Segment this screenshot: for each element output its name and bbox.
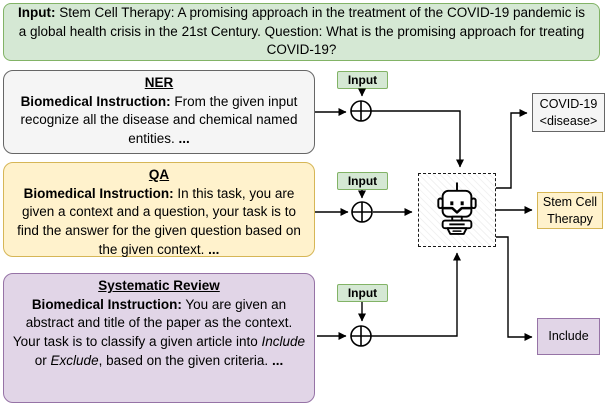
output-box-systematic-review: Include [537, 318, 600, 355]
output-box-qa: Stem Cell Therapy [537, 192, 603, 229]
task-title-qa: QA [148, 167, 170, 182]
plus-combine-icon-sr [350, 325, 372, 347]
input-example-text: Input: Stem Cell Therapy: A promising ap… [18, 5, 585, 58]
plus-combine-icon-qa [351, 201, 373, 223]
llm-model-box [418, 173, 496, 247]
plus-combine-icon-ner [350, 100, 372, 122]
wire-model-to-ner-output [496, 109, 528, 189]
task-box-ner: NER Biomedical Instruction: From the giv… [3, 70, 315, 154]
output-box-ner: COVID-19 <disease> [532, 93, 605, 132]
input-badge-systematic-review: Input [337, 284, 388, 302]
input-badge-ner: Input [337, 71, 388, 89]
task-instruction-qa: Biomedical Instruction: In this task, yo… [17, 185, 301, 257]
wire-plus1-to-model [371, 110, 464, 168]
robot-icon [437, 182, 477, 235]
input-badge-qa: Input [337, 172, 388, 190]
task-instruction-ner: Biomedical Instruction: From the given i… [20, 93, 298, 146]
input-label: Input: [18, 5, 56, 21]
output-ner-text: COVID-19 <disease> [539, 97, 598, 128]
task-title-systematic-review: Systematic Review [98, 278, 220, 293]
wire-model-to-sr-output [496, 236, 533, 341]
task-instruction-systematic-review: Biomedical Instruction: You are given an… [12, 296, 306, 368]
task-title-ner: NER [144, 75, 174, 90]
task-box-systematic-review: Systematic Review Biomedical Instruction… [3, 273, 315, 403]
input-example-box: Input: Stem Cell Therapy: A promising ap… [3, 3, 600, 61]
task-box-qa: QA Biomedical Instruction: In this task,… [3, 162, 315, 257]
